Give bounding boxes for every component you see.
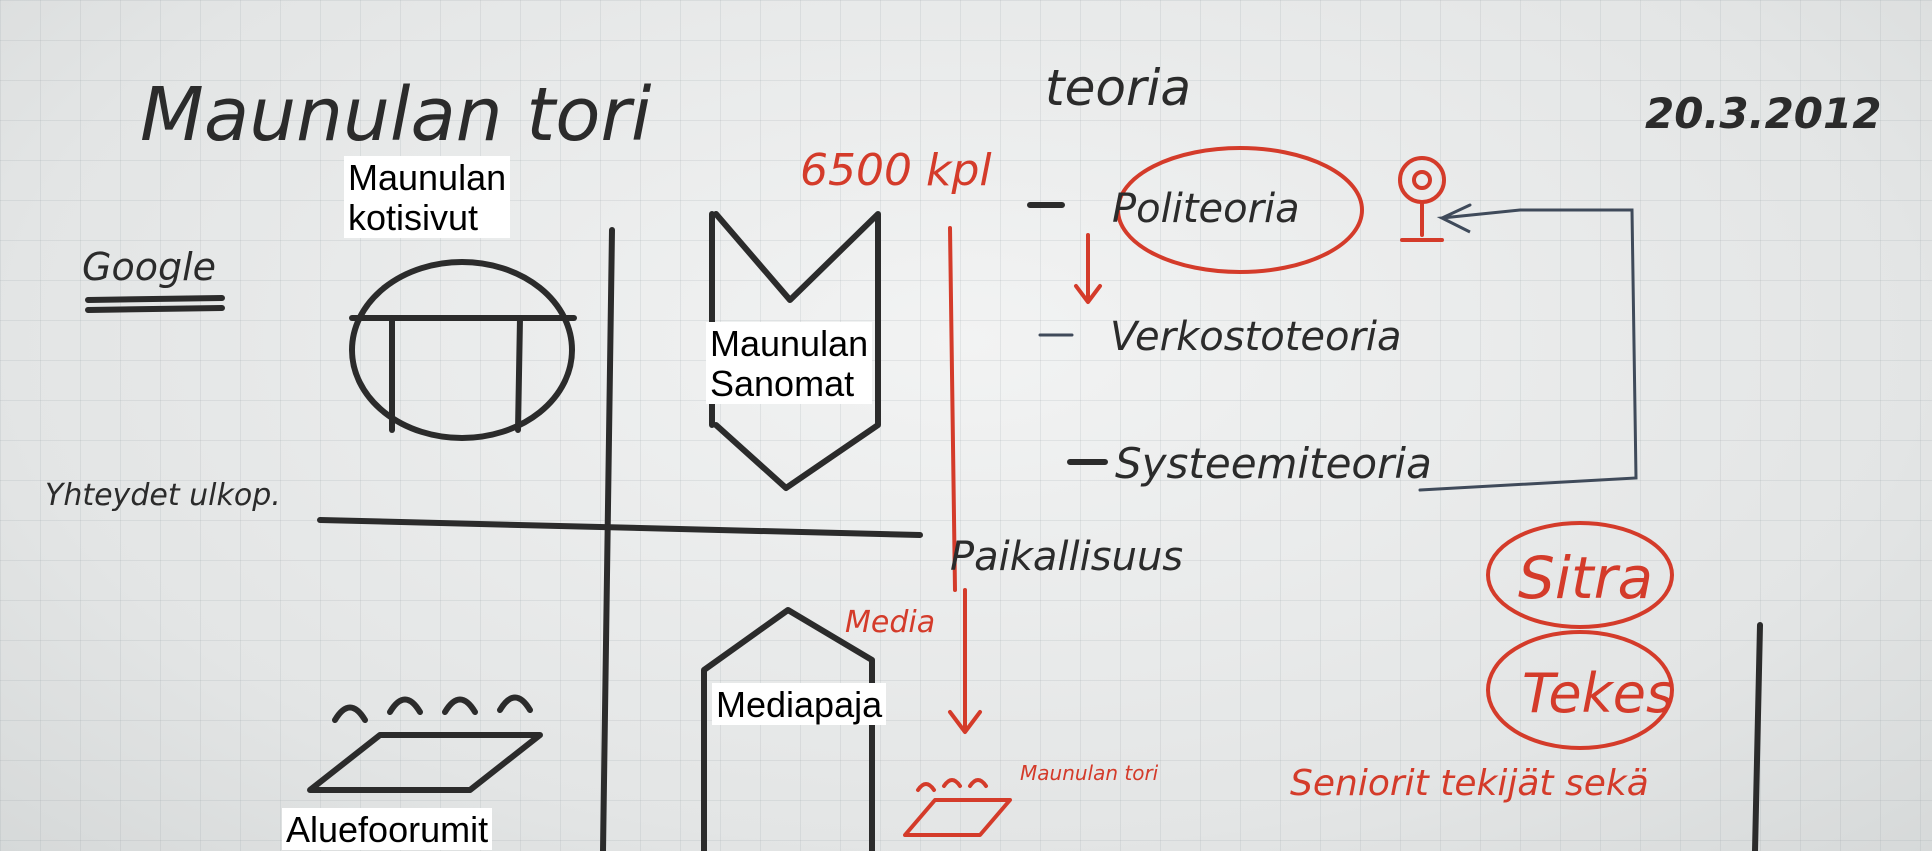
board-title: Maunulan tori [140,72,652,158]
homepage-icon [349,259,577,441]
label-aluefoorumit: Aluefoorumit [282,808,493,850]
count-text: 6500 kpl [800,145,992,196]
tekes-text: Tekes [1522,662,1674,725]
horizontal-divider [317,517,923,538]
feedback-loop-line [1418,203,1638,492]
yhteydet-text: Yhteydet ulkop. [45,478,281,513]
systeemiteoria-text: Systeemiteoria [1115,439,1432,488]
small-maunulan-tori-text: Maunulan tori [1020,761,1159,785]
right-vertical-line [1752,622,1763,851]
mediapaja-house-icon [701,607,875,851]
sitra-circle [1486,521,1674,629]
seniorit-text: Seniorit tekijät sekä [1290,763,1649,804]
webcam-icon [1398,156,1446,242]
google-underline [85,295,225,313]
small-forum-icon [903,778,1012,837]
politeoria-text: Politeoria [1112,186,1300,232]
verkostoteoria-text: Verkostoteoria [1110,314,1402,360]
teoria-heading: teoria [1045,59,1191,117]
label-mediapaja: Mediapaja [712,683,887,725]
paikallisuus-text: Paikallisuus [950,534,1183,580]
label-kotisivut: Maunulan kotisivut [344,156,511,238]
date-text: 20.3.2012 [1645,89,1881,138]
forum-people-icon [307,694,543,793]
vertical-divider [600,227,615,851]
label-sanomat: Maunulan Sanomat [706,322,873,404]
media-text: Media [845,605,935,640]
tekes-circle [1486,630,1674,750]
media-line [948,226,957,592]
politeoria-circle [1116,146,1364,274]
google-text: Google [82,245,216,289]
sitra-text: Sitra [1518,544,1653,612]
media-arrow [948,588,982,734]
politeoria-arrow [1074,233,1102,304]
